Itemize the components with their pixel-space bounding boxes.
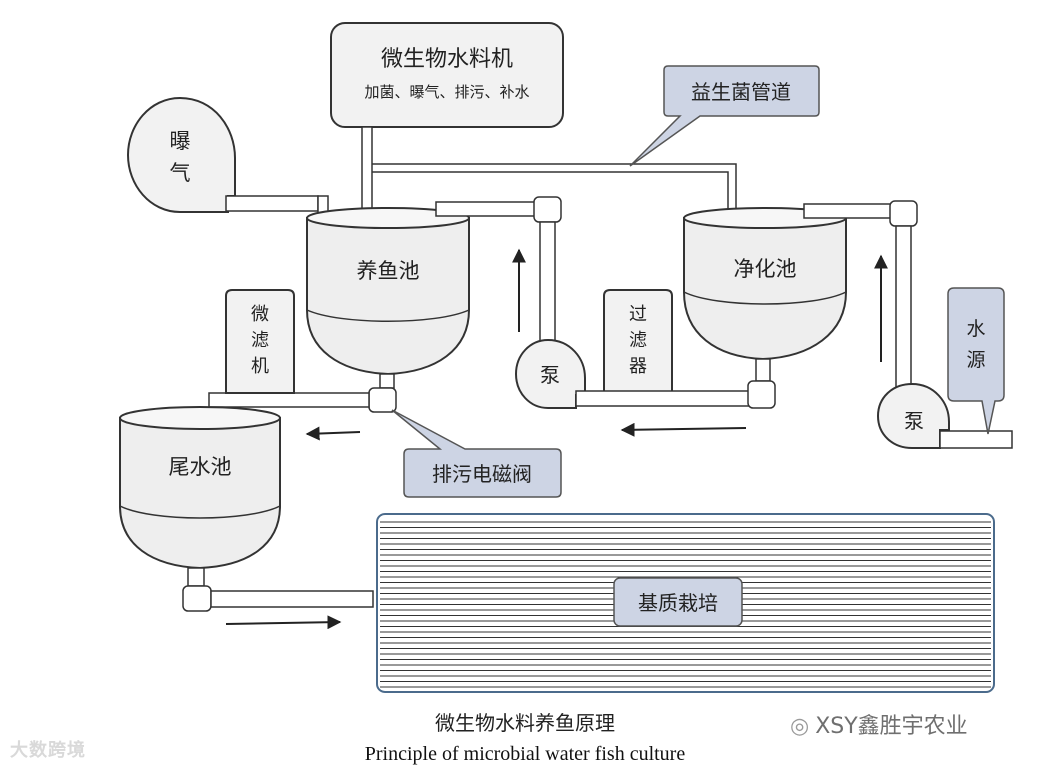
machine-title: 微生物水料机 — [381, 47, 513, 72]
microfilter: 微 滤 机 — [225, 289, 295, 394]
probiotic-pipe-label: 益生菌管道 — [691, 80, 791, 104]
microfilter-label-3: 机 — [251, 356, 269, 377]
water-source-label-2: 源 — [966, 349, 985, 371]
substrate-bed: 基质栽培 — [376, 513, 995, 693]
filter-unit: 过 滤 器 — [603, 289, 673, 393]
pump-2: 泵 — [876, 382, 1013, 449]
tail-pond-tank: 尾水池 — [119, 406, 374, 612]
fish-pond-pipes — [208, 196, 562, 413]
water-source-label-1: 水 — [966, 318, 985, 340]
probiotic-pipe — [361, 126, 737, 222]
substrate-label: 基质栽培 — [638, 591, 718, 615]
aeration-label-2: 气 — [170, 161, 191, 185]
probiotic-pipe-callout: 益生菌管道 — [629, 65, 820, 167]
drain-valve-callout: 排污电磁阀 — [391, 409, 562, 498]
pump-1: 泵 — [514, 338, 586, 409]
fish-pond-tank: 养鱼池 — [306, 207, 470, 376]
wechat-icon: ◎ — [790, 714, 810, 739]
purify-pond-tank: 净化池 — [683, 207, 847, 409]
purify-inlet-pipes — [803, 200, 918, 397]
flow-arrows — [225, 248, 888, 630]
machine-subtitle: 加菌、曝气、排污、补水 — [364, 83, 529, 101]
arrow-left-filter — [620, 422, 747, 437]
filter-label-1: 过 — [629, 304, 647, 325]
watermark-right-text: XSY鑫胜宇农业 — [815, 714, 968, 739]
pump-2-label: 泵 — [904, 409, 924, 433]
fish-pond-label: 养鱼池 — [357, 259, 420, 283]
microfilter-label-1: 微 — [251, 304, 269, 325]
aeration-label-1: 曝 — [170, 129, 191, 153]
arrow-left-tail — [305, 426, 361, 441]
tail-pond-label: 尾水池 — [169, 455, 232, 479]
filter-label-2: 滤 — [629, 330, 647, 351]
microfilter-label-2: 滤 — [251, 330, 269, 351]
watermark-right: ◎XSY鑫胜宇农业 — [790, 708, 968, 740]
drain-valve-label: 排污电磁阀 — [432, 462, 532, 486]
aeration-blower: 曝 气 — [126, 96, 329, 223]
caption-english: Principle of microbial water fish cultur… — [364, 743, 686, 765]
watermark-left: 大数跨境 — [10, 740, 86, 761]
water-source-callout: 水 源 — [947, 287, 1005, 435]
arrow-right-bed — [225, 615, 342, 630]
purify-pond-label: 净化池 — [734, 257, 797, 281]
machine-box: 微生物水料机 加菌、曝气、排污、补水 — [330, 22, 564, 128]
pump-1-label: 泵 — [540, 363, 560, 387]
caption-chinese: 微生物水料养鱼原理 — [435, 711, 615, 735]
filter-label-3: 器 — [629, 356, 647, 377]
filter-pipe — [575, 390, 753, 407]
